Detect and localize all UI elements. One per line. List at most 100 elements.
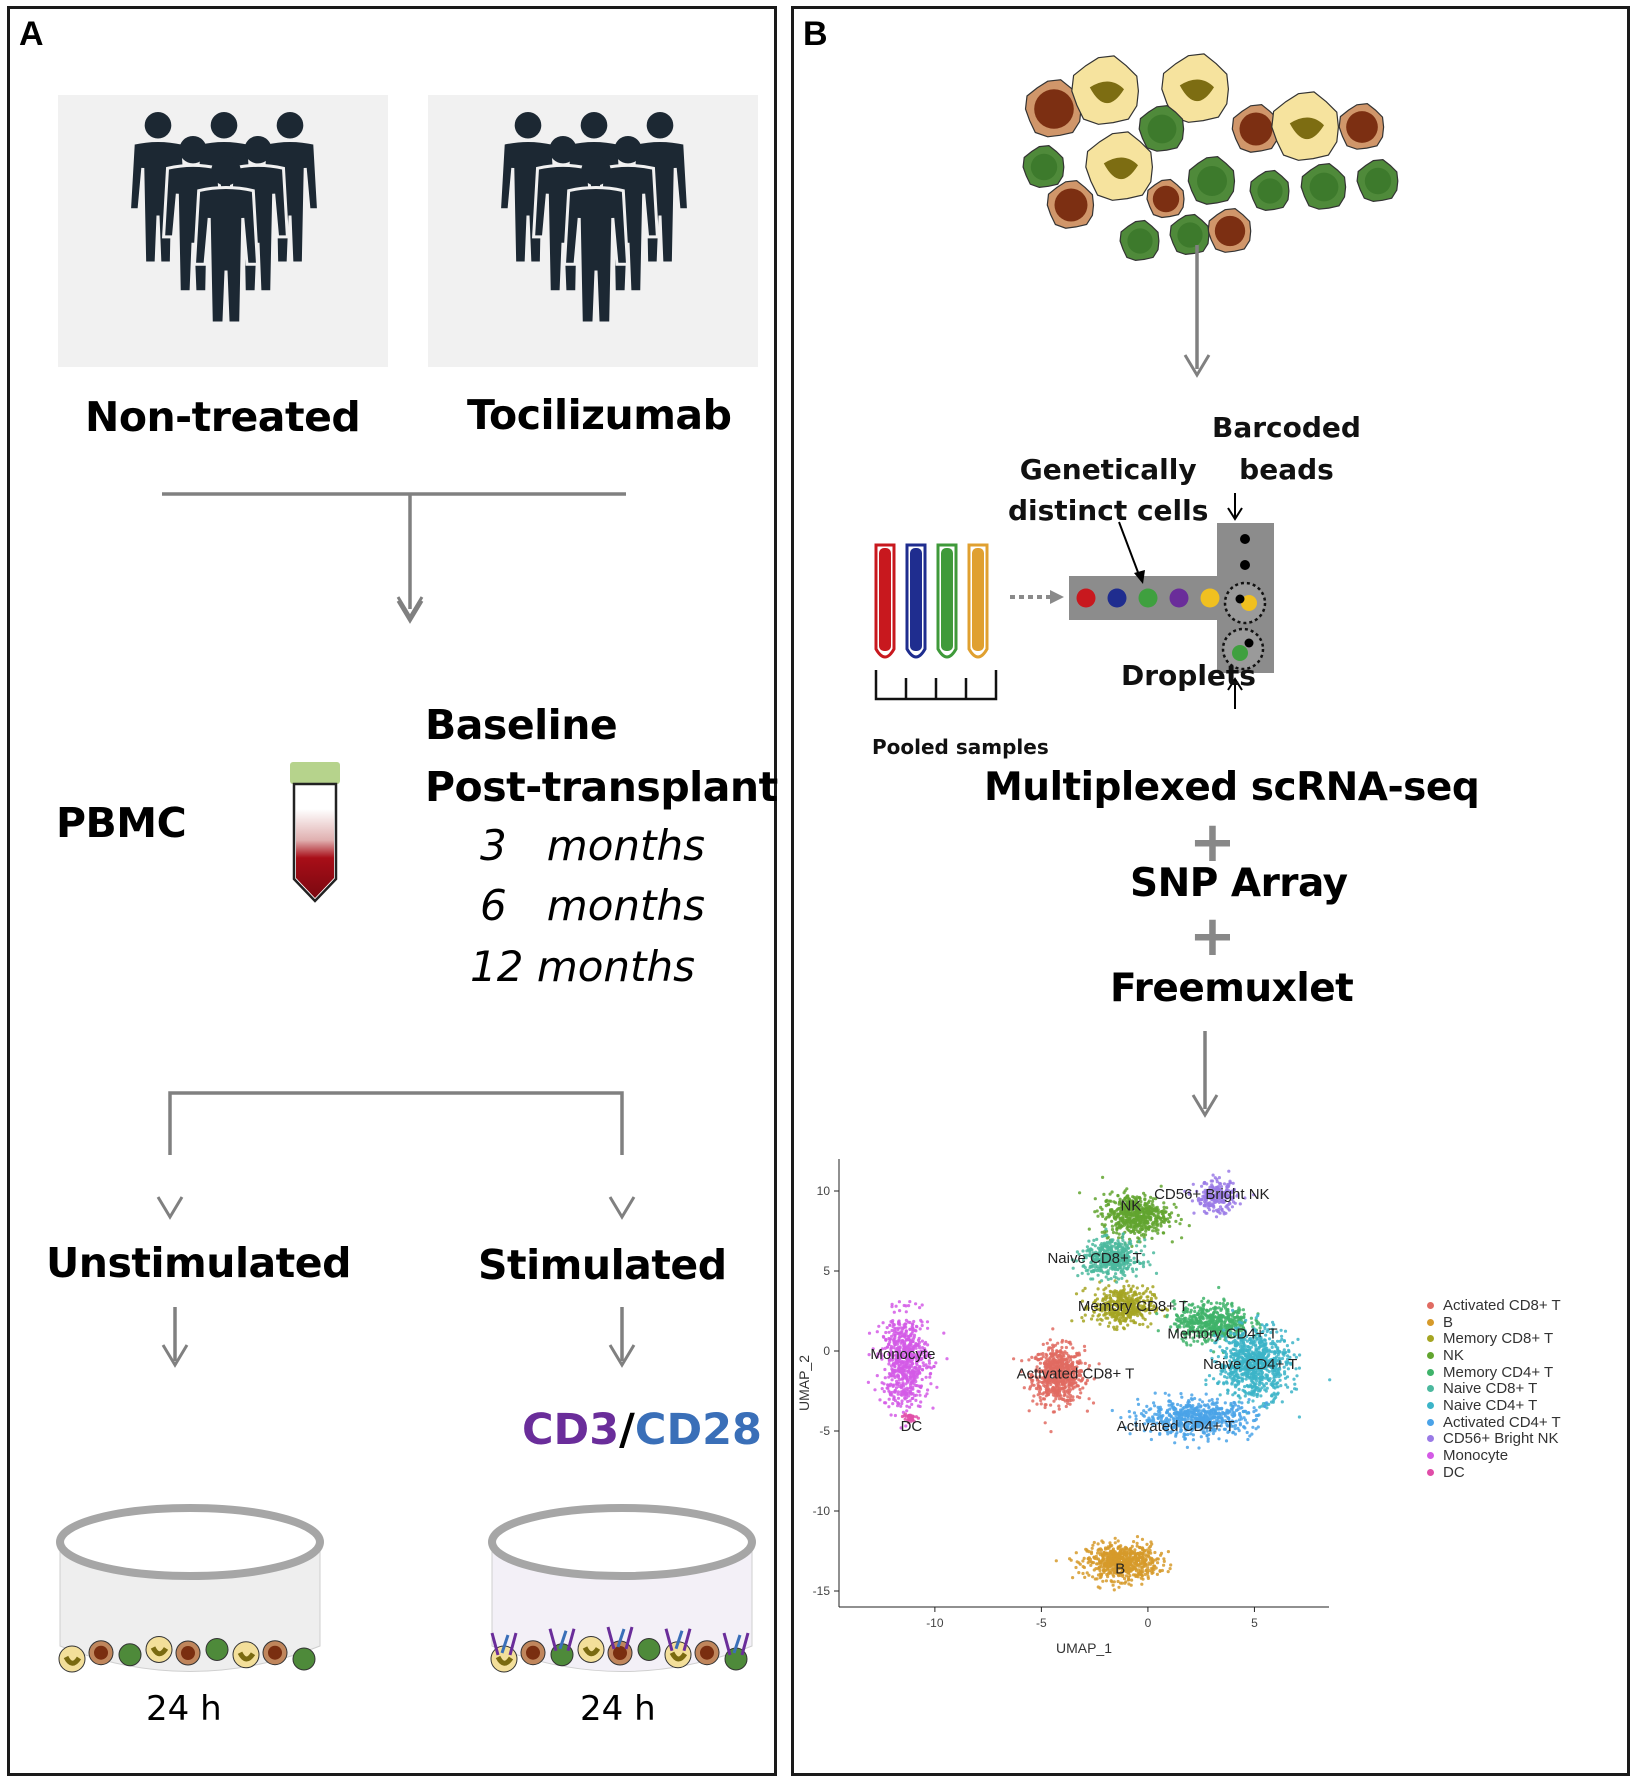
umap-point	[1066, 1398, 1070, 1403]
umap-point	[1135, 1535, 1140, 1539]
umap-point	[1057, 1359, 1061, 1363]
umap-point	[1102, 1234, 1107, 1238]
umap-point	[1196, 1312, 1200, 1317]
umap-point	[1169, 1325, 1173, 1329]
umap-point	[1091, 1543, 1095, 1547]
umap-point	[1258, 1389, 1262, 1393]
umap-point	[1099, 1548, 1104, 1552]
umap-point	[1270, 1393, 1274, 1397]
umap-point	[1064, 1404, 1068, 1409]
umap-point	[1166, 1550, 1170, 1554]
umap-point	[1150, 1569, 1154, 1574]
umap-point	[1283, 1376, 1288, 1380]
cell-cluster-illustration	[1022, 53, 1399, 262]
umap-point	[1200, 1342, 1204, 1346]
umap-point	[1214, 1215, 1219, 1219]
umap-point	[1242, 1425, 1246, 1429]
umap-point	[1171, 1402, 1175, 1406]
umap-point	[1100, 1559, 1104, 1563]
umap-point	[1222, 1298, 1226, 1303]
umap-point	[1077, 1378, 1081, 1382]
umap-point	[1148, 1562, 1153, 1566]
umap-point	[1161, 1231, 1165, 1235]
umap-point	[1226, 1302, 1230, 1306]
umap-point	[1142, 1212, 1146, 1216]
umap-point	[1085, 1409, 1089, 1413]
umap-point	[1212, 1310, 1216, 1314]
umap-point	[1074, 1381, 1078, 1385]
umap-point	[1108, 1296, 1113, 1300]
umap-point	[1113, 1536, 1117, 1540]
umap-point	[1124, 1548, 1128, 1552]
umap-point	[1091, 1314, 1095, 1318]
umap-point	[1060, 1377, 1064, 1381]
umap-point	[1066, 1354, 1070, 1358]
umap-point	[1115, 1304, 1119, 1308]
umap-point	[1079, 1391, 1083, 1395]
umap-point	[1265, 1386, 1269, 1390]
umap-point	[1120, 1581, 1124, 1585]
umap-point	[1127, 1304, 1131, 1308]
umap-point	[1134, 1560, 1139, 1564]
umap-point	[1022, 1386, 1026, 1390]
umap-point	[1104, 1304, 1108, 1309]
umap-point	[1138, 1230, 1142, 1234]
umap-point	[1106, 1277, 1110, 1281]
umap-point	[1096, 1542, 1100, 1546]
umap-point	[1238, 1411, 1242, 1416]
umap-point	[1131, 1219, 1136, 1223]
umap-point	[1203, 1338, 1207, 1342]
umap-point	[1136, 1307, 1140, 1312]
umap-point	[1146, 1550, 1150, 1554]
umap-point	[1124, 1196, 1128, 1200]
umap-point	[1195, 1412, 1199, 1416]
umap-point	[1218, 1393, 1222, 1397]
umap-point	[1118, 1197, 1122, 1201]
umap-point	[1152, 1251, 1156, 1255]
panel-a-connectors	[156, 492, 636, 1368]
y-tick-label: -5	[819, 1424, 830, 1438]
umap-point	[1121, 1289, 1125, 1293]
umap-point	[1069, 1355, 1073, 1359]
umap-point	[1218, 1205, 1223, 1209]
umap-point	[1080, 1271, 1084, 1275]
umap-point	[1102, 1192, 1106, 1196]
umap-point	[1053, 1359, 1057, 1363]
cell-dot	[1200, 588, 1220, 608]
cd3-label: CD3	[522, 1405, 620, 1455]
umap-point	[1283, 1329, 1288, 1333]
umap-point	[1055, 1392, 1059, 1396]
immune-cell-icon	[1207, 207, 1252, 253]
umap-point	[1093, 1298, 1098, 1303]
umap-point	[1093, 1577, 1097, 1581]
umap-point	[1206, 1309, 1210, 1313]
umap-point	[1035, 1365, 1039, 1369]
umap-point	[1147, 1546, 1151, 1550]
umap-point	[1126, 1578, 1131, 1582]
umap-point	[1099, 1317, 1103, 1321]
umap-point	[1130, 1311, 1134, 1315]
umap-point	[1032, 1383, 1036, 1387]
umap-point	[1142, 1299, 1146, 1303]
umap-point	[1247, 1398, 1251, 1402]
umap-point	[1046, 1348, 1050, 1352]
umap-point	[1124, 1310, 1129, 1314]
cluster-memory-cd4-t	[1155, 1285, 1262, 1354]
umap-point	[1278, 1378, 1282, 1382]
umap-point	[1164, 1307, 1168, 1311]
umap-point	[1139, 1576, 1143, 1580]
umap-point	[1188, 1314, 1192, 1318]
umap-point	[1225, 1346, 1229, 1350]
umap-point	[1075, 1384, 1079, 1388]
umap-point	[1273, 1350, 1277, 1354]
culture-dish-icon	[488, 1504, 756, 1673]
umap-point	[1168, 1567, 1172, 1571]
umap-point	[1123, 1317, 1127, 1321]
umap-point	[1116, 1539, 1120, 1543]
umap-point	[1117, 1206, 1121, 1211]
umap-point	[1168, 1215, 1172, 1219]
umap-point	[1223, 1401, 1227, 1405]
umap-point	[1186, 1412, 1190, 1416]
label-pooled-samples: Pooled samples	[872, 735, 1049, 759]
cluster-monocyte	[866, 1300, 949, 1430]
